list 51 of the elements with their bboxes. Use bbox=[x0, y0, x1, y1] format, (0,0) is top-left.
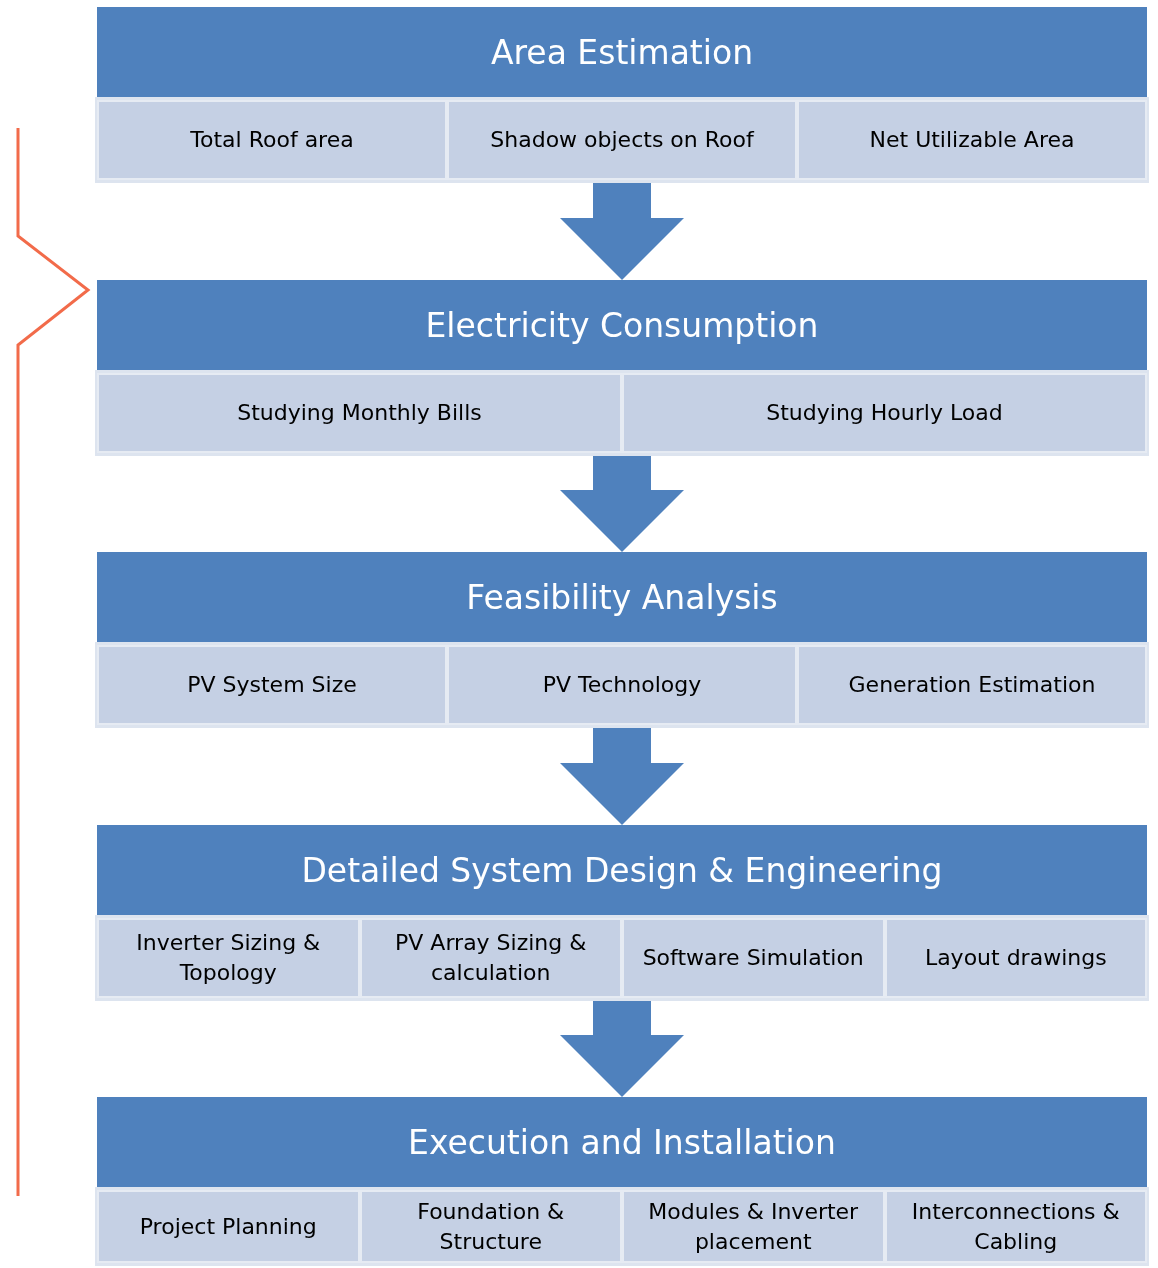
stage-header bbox=[97, 825, 1147, 915]
task-label: Generation Estimation bbox=[848, 671, 1096, 700]
block-arrow bbox=[560, 456, 684, 552]
task-box bbox=[622, 373, 1147, 453]
stage-title: Execution and Installation bbox=[408, 1122, 836, 1162]
stage-title: Feasibility Analysis bbox=[466, 577, 778, 617]
task-row-panel bbox=[95, 642, 1149, 728]
task-row-panel bbox=[95, 370, 1149, 456]
task-box bbox=[797, 100, 1147, 180]
task-row-panel bbox=[95, 97, 1149, 183]
task-label: Foundation & Structure bbox=[416, 1197, 566, 1256]
task-box bbox=[622, 1190, 885, 1263]
task-box bbox=[97, 100, 447, 180]
task-box bbox=[797, 645, 1147, 725]
task-box bbox=[97, 373, 622, 453]
task-box bbox=[359, 1190, 622, 1263]
stage-title: Electricity Consumption bbox=[425, 305, 819, 345]
task-box bbox=[447, 645, 797, 725]
task-label: Studying Hourly Load bbox=[766, 399, 1003, 428]
task-label: Interconnections & Cabling bbox=[910, 1197, 1121, 1256]
task-label: Modules & Inverter placement bbox=[647, 1197, 860, 1256]
task-label: Software Simulation bbox=[642, 944, 864, 973]
task-box bbox=[884, 1190, 1147, 1263]
task-box bbox=[97, 918, 360, 998]
task-row-panel bbox=[95, 915, 1149, 1001]
stage-header bbox=[97, 7, 1147, 97]
block-arrow bbox=[560, 728, 684, 825]
stage-title: Detailed System Design & Engineering bbox=[301, 850, 943, 890]
task-box bbox=[622, 918, 885, 998]
task-label: Project Planning bbox=[139, 1212, 317, 1241]
task-box bbox=[884, 918, 1147, 998]
task-box bbox=[359, 918, 622, 998]
stage-title: Area Estimation bbox=[490, 32, 754, 72]
block-arrow bbox=[560, 1001, 684, 1097]
task-label: Total Roof area bbox=[190, 126, 354, 155]
task-label: PV Technology bbox=[542, 671, 702, 700]
stage-header bbox=[97, 280, 1147, 370]
task-label: Studying Monthly Bills bbox=[237, 399, 482, 428]
task-label: Inverter Sizing & Topology bbox=[135, 929, 322, 987]
task-row-panel bbox=[95, 1187, 1149, 1266]
stage-header bbox=[97, 1097, 1147, 1187]
task-label: PV Array Sizing & calculation bbox=[394, 929, 588, 987]
task-label: Net Utilizable Area bbox=[869, 126, 1075, 155]
task-box bbox=[97, 1190, 360, 1263]
task-box bbox=[447, 100, 797, 180]
task-box bbox=[97, 645, 447, 725]
task-label: PV System Size bbox=[187, 671, 357, 700]
stage-header bbox=[97, 552, 1147, 642]
block-arrow bbox=[560, 183, 684, 280]
task-label: Shadow objects on Roof bbox=[490, 126, 754, 155]
task-label: Layout drawings bbox=[924, 944, 1107, 973]
